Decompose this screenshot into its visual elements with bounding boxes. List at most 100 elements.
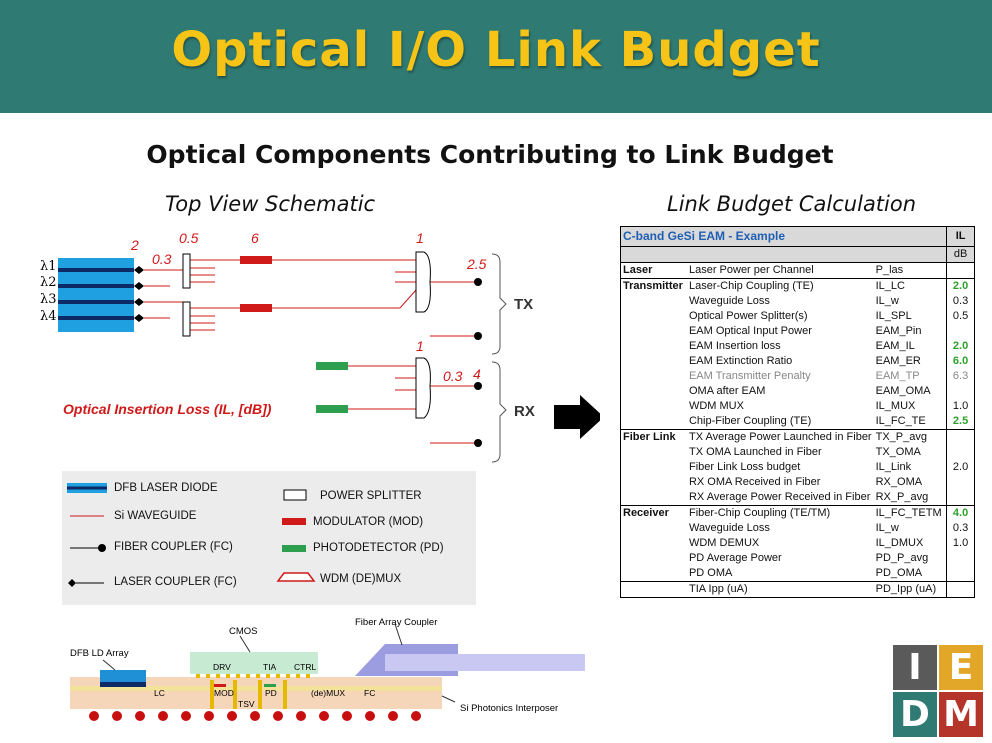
row-name: TIA Ipp (uA) [686, 581, 874, 598]
row-group [621, 369, 687, 384]
row-group [621, 521, 687, 536]
legend-splitter: POWER SPLITTER [320, 490, 422, 502]
label-demux: (de)MUX [311, 688, 346, 698]
row-name: RX Average Power Received in Fiber [688, 491, 871, 503]
row-name: Laser Power per Channel [686, 262, 874, 279]
row-value [946, 429, 975, 445]
row-symbol: P_las [873, 262, 947, 279]
row-value: 6.0 [946, 354, 975, 369]
row-symbol: IL_LC [873, 278, 947, 294]
table-row: TIA Ipp (uA)PD_Ipp (uA) [620, 581, 975, 598]
label-fiber-array: Fiber Array Coupler [355, 617, 438, 628]
loss-label-modulator: 6 [251, 230, 259, 246]
laser-coupler-icon [134, 314, 144, 322]
legend-fiber-coupler: FIBER COUPLER (FC) [114, 541, 233, 553]
row-value: 0.3 [946, 521, 975, 536]
lambda-2: λ2 [40, 275, 57, 290]
row-symbol: IL_w [875, 522, 899, 534]
row-group [621, 445, 687, 460]
schematic-heading: Top View Schematic [165, 192, 376, 216]
row-symbol: RX_P_avg [875, 491, 929, 503]
tx-label: TX [514, 296, 534, 313]
row-value: 2.0 [946, 339, 975, 354]
title-banner [0, 0, 992, 113]
row-value: 1.0 [946, 536, 975, 551]
row-symbol: IL_SPL [875, 310, 912, 322]
row-value [946, 490, 975, 506]
row-symbol: EAM_OMA [875, 385, 931, 397]
logo-i: I [893, 645, 937, 690]
il-header: IL [946, 226, 975, 247]
row-value: 4.0 [946, 505, 975, 521]
row-value [946, 384, 975, 399]
laser-coupler-icon [134, 298, 144, 306]
row-value [946, 324, 975, 339]
arrow-icon [554, 395, 600, 439]
power-splitter-icon [182, 301, 191, 337]
row-group [621, 309, 687, 324]
loss-label-tx-mux: 1 [416, 230, 424, 246]
label-lc: LC [154, 688, 165, 698]
row-name: RX OMA Received in Fiber [688, 476, 821, 488]
row-name: TX OMA Launched in Fiber [688, 446, 822, 458]
fiber-coupler-icon [474, 382, 482, 390]
unit-header: dB [946, 246, 975, 263]
table-title: C-band GeSi EAM - Example [620, 226, 947, 247]
rx-label: RX [514, 403, 535, 420]
row-symbol: PD_Ipp (uA) [873, 581, 947, 598]
row-symbol: RX_OMA [875, 476, 923, 488]
table-row: WDM DEMUX IL_DMUX 1.0 [621, 536, 975, 551]
row-symbol: TX_P_avg [873, 429, 947, 445]
row-group [621, 475, 687, 490]
row-group: Fiber Link [620, 429, 687, 445]
row-name: WDM MUX [688, 400, 744, 412]
legend-wdm: WDM (DE)MUX [320, 573, 402, 585]
label-cmos: CMOS [229, 626, 258, 637]
row-value: 6.3 [946, 369, 975, 384]
row-name: WDM DEMUX [688, 537, 760, 549]
label-tsv: TSV [238, 699, 255, 709]
row-symbol: IL_FC_TETM [873, 505, 947, 521]
lambda-1: λ1 [40, 259, 57, 274]
logo-m: M [939, 692, 983, 737]
row-group [620, 581, 687, 598]
photodetector-icon [316, 405, 348, 413]
row-name: EAM Transmitter Penalty [688, 370, 811, 382]
row-name: EAM Extinction Ratio [688, 355, 793, 367]
row-name: Optical Power Splitter(s) [688, 310, 808, 322]
table-row: EAM Extinction Ratio EAM_ER 6.0 [621, 354, 975, 369]
table-row: RX OMA Received in Fiber RX_OMA [621, 475, 975, 490]
row-symbol: IL_MUX [875, 400, 916, 412]
row-value [946, 445, 975, 460]
legend-laser-coupler: LASER COUPLER (FC) [114, 576, 237, 588]
legend-photodetector: PHOTODETECTOR (PD) [313, 542, 444, 554]
row-group [621, 566, 687, 582]
wdm-icon [276, 572, 316, 582]
row-symbol: IL_Link [875, 461, 912, 473]
row-symbol: IL_w [875, 295, 899, 307]
row-value: 2.0 [946, 278, 975, 294]
row-name: Fiber Link Loss budget [688, 461, 801, 473]
row-symbol: EAM_ER [875, 355, 921, 367]
row-group [621, 399, 687, 414]
logo-d: D [893, 692, 937, 737]
label-ctrl: CTRL [294, 662, 317, 672]
row-symbol: IL_DMUX [875, 537, 924, 549]
label-drv: DRV [213, 662, 231, 672]
fiber-coupler-icon [474, 332, 482, 340]
modulator-icon [240, 256, 272, 264]
lambda-4: λ4 [40, 309, 57, 324]
cross-section-diagram [70, 623, 585, 721]
label-pd: PD [265, 688, 277, 698]
iedm-logo: I E D M [893, 645, 983, 737]
row-name: Laser-Chip Coupling (TE) [686, 278, 874, 294]
row-symbol: PD_OMA [875, 567, 923, 579]
